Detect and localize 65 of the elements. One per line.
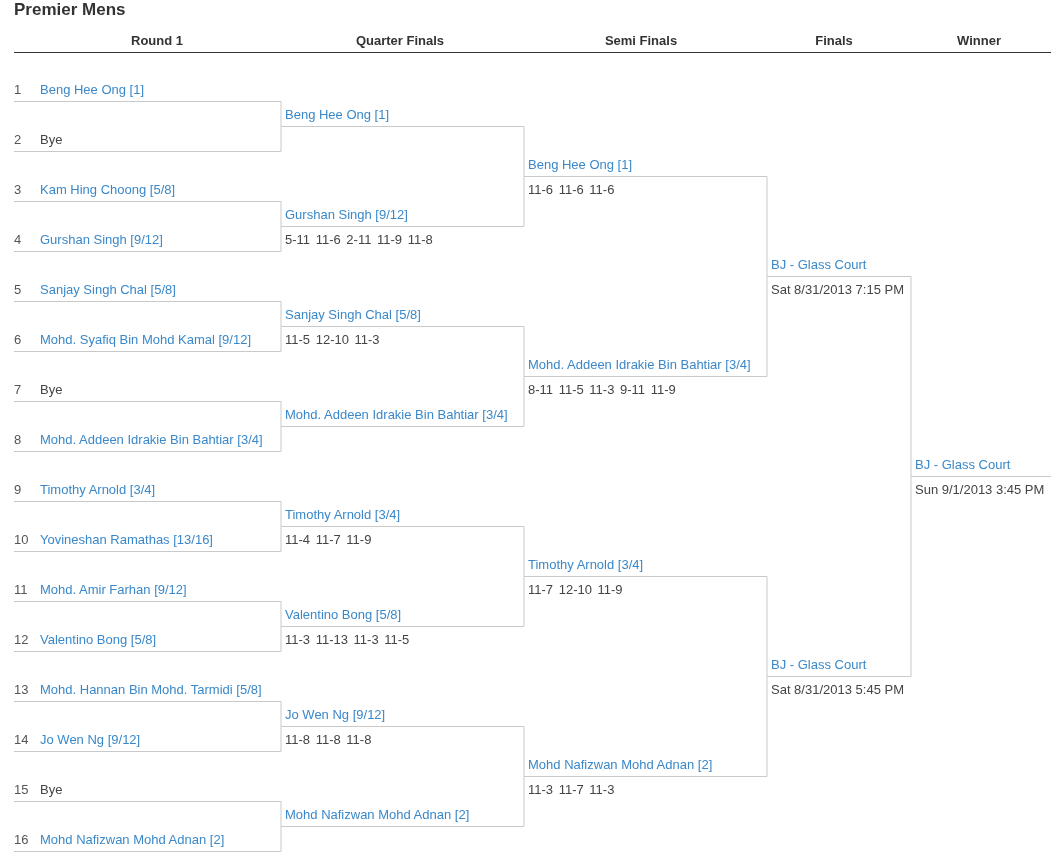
player-name: Mohd. Addeen Idrakie Bin Bahtiar [3/4]: [40, 432, 263, 448]
player-name: Jo Wen Ng [9/12]: [285, 707, 386, 723]
slot-number: 13: [14, 682, 29, 698]
match-time: Sat 8/31/2013 7:15 PM: [771, 282, 904, 298]
match-score: 11-6 11-6 11-6: [528, 182, 615, 198]
player-name: Gurshan Singh [9/12]: [285, 207, 408, 223]
slot-number: 4: [14, 232, 22, 248]
player-name: Kam Hing Choong [5/8]: [40, 182, 176, 198]
slot-number: 14: [14, 732, 29, 748]
player-name: Beng Hee Ong [1]: [528, 157, 633, 173]
match-score: 8-11 11-5 11-3 9-11 11-9: [528, 382, 676, 398]
player-name: Timothy Arnold [3/4]: [528, 557, 644, 573]
player-name: Timothy Arnold [3/4]: [285, 507, 401, 523]
player-name: Sanjay Singh Chal [5/8]: [40, 282, 176, 298]
player-name: Mohd Nafizwan Mohd Adnan [2]: [285, 807, 470, 823]
match-time: Sun 9/1/2013 3:45 PM: [915, 482, 1045, 498]
match-score: 11-7 12-10 11-9: [528, 582, 623, 598]
column-header: Round 1: [131, 33, 183, 49]
slot-number: 3: [14, 182, 22, 198]
bye-label: Bye: [40, 132, 63, 148]
match-score: 11-8 11-8 11-8: [285, 732, 372, 748]
player-name: Mohd. Hannan Bin Mohd. Tarmidi [5/8]: [40, 682, 262, 698]
match-score: 5-11 11-6 2-11 11-9 11-8: [285, 232, 433, 248]
player-name: Mohd. Amir Farhan [9/12]: [40, 582, 187, 598]
player-name: Mohd. Addeen Idrakie Bin Bahtiar [3/4]: [285, 407, 508, 423]
match-score: 11-4 11-7 11-9: [285, 532, 372, 548]
player-name: Gurshan Singh [9/12]: [40, 232, 163, 248]
player-name: Mohd Nafizwan Mohd Adnan [2]: [528, 757, 713, 773]
slot-number: 11: [14, 582, 28, 598]
match-score: 11-3 11-13 11-3 11-5: [285, 632, 410, 648]
player-name: Valentino Bong [5/8]: [40, 632, 157, 648]
slot-number: 10: [14, 532, 29, 548]
slot-number: 15: [14, 782, 29, 798]
slot-number: 16: [14, 832, 29, 848]
bye-label: Bye: [40, 782, 63, 798]
player-name: Jo Wen Ng [9/12]: [40, 732, 141, 748]
slot-number: 1: [14, 82, 22, 98]
player-name: Beng Hee Ong [1]: [285, 107, 390, 123]
slot-number: 6: [14, 332, 22, 348]
player-name: Yovineshan Ramathas [13/16]: [40, 532, 213, 548]
player-name: Timothy Arnold [3/4]: [40, 482, 156, 498]
bracket-title: Premier Mens: [14, 0, 126, 20]
column-header: Finals: [815, 33, 853, 49]
slot-number: 2: [14, 132, 22, 148]
match-score: 11-5 12-10 11-3: [285, 332, 380, 348]
player-name: Valentino Bong [5/8]: [285, 607, 402, 623]
slot-number: 9: [14, 482, 22, 498]
player-name: Beng Hee Ong [1]: [40, 82, 145, 98]
court-name: BJ - Glass Court: [771, 657, 867, 673]
player-name: Mohd. Syafiq Bin Mohd Kamal [9/12]: [40, 332, 251, 348]
column-header: Semi Finals: [604, 33, 678, 49]
match-time: Sat 8/31/2013 5:45 PM: [771, 682, 904, 698]
court-name: BJ - Glass Court: [771, 257, 867, 273]
bye-label: Bye: [40, 382, 63, 398]
slot-number: 7: [14, 382, 22, 398]
player-name: Mohd. Addeen Idrakie Bin Bahtiar [3/4]: [528, 357, 751, 373]
player-name: Mohd Nafizwan Mohd Adnan [2]: [40, 832, 225, 848]
slot-number: 12: [14, 632, 29, 648]
match-score: 11-3 11-7 11-3: [528, 782, 615, 798]
player-name: Sanjay Singh Chal [5/8]: [285, 307, 421, 323]
column-header: Winner: [957, 33, 1001, 49]
slot-number: 8: [14, 432, 22, 448]
slot-number: 5: [14, 282, 22, 298]
column-header: Quarter Finals: [355, 33, 445, 49]
court-name: BJ - Glass Court: [915, 457, 1011, 473]
